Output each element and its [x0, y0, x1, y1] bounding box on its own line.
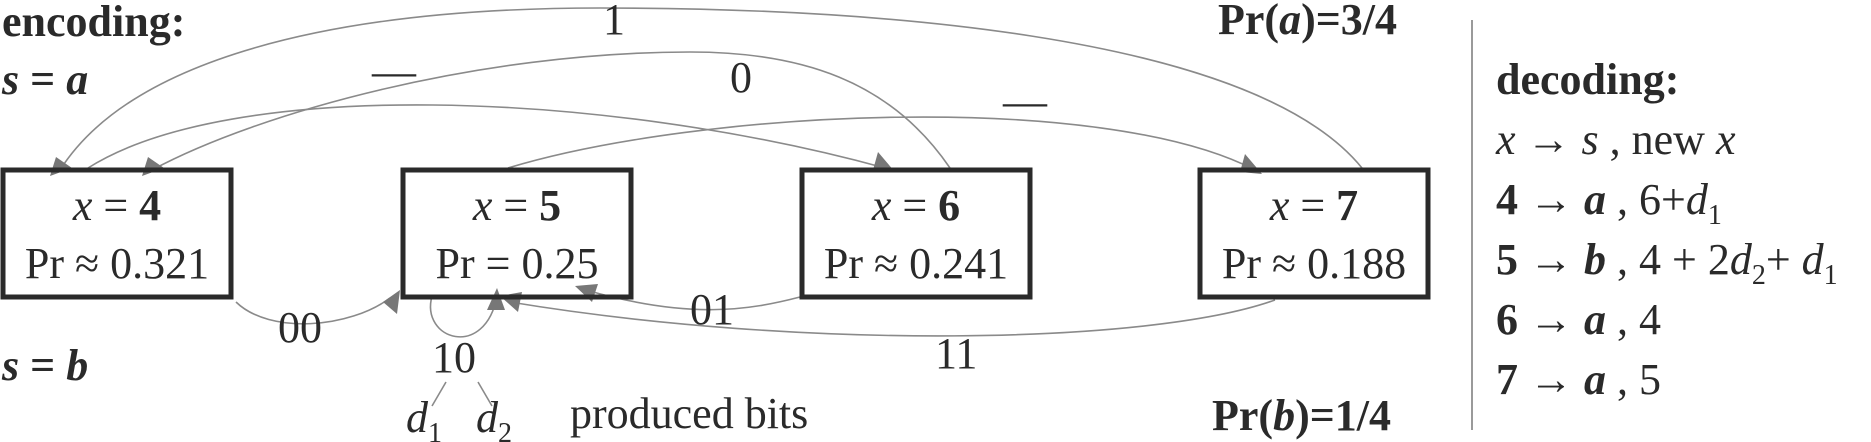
state-box-4: x = 4 Pr ≈ 0.321 [0, 167, 234, 300]
decoding-row-6: 6 → a , 4 [1496, 295, 1661, 344]
edge-label-4-to-5: 00 [278, 303, 322, 352]
state-5-prob: Pr = 0.25 [436, 239, 599, 288]
state-4-prob: Pr ≈ 0.321 [25, 239, 209, 288]
edge-7-to-4 [59, 7, 1363, 171]
edge-5-self [429, 295, 498, 338]
edge-label-5-self: 10 [432, 333, 476, 382]
arrowhead-to-5-from-4 [383, 290, 400, 314]
state-5-label: x = 5 [472, 181, 561, 230]
edge-label-6-to-4: 0 [730, 53, 752, 102]
edge-label-5-to-7: — [1002, 77, 1048, 126]
edge-4-to-5 [235, 297, 391, 325]
state-box-6: x = 6 Pr ≈ 0.241 [799, 167, 1033, 300]
bit-d1-label: d1 [406, 393, 442, 442]
arrowhead-to-4-from-7 [50, 157, 72, 176]
state-box-7: x = 7 Pr ≈ 0.188 [1197, 167, 1431, 300]
decoding-header: x → s , new x [1495, 115, 1736, 164]
edge-6-to-4 [151, 51, 951, 171]
arrowhead-to-4-from-6 [142, 157, 164, 176]
decoding-title: decoding: [1496, 55, 1679, 104]
edge-7-to-5 [509, 299, 1276, 337]
edge-5-to-7 [507, 116, 1256, 171]
prob-b-label: Pr(b)=1/4 [1212, 391, 1391, 440]
bit-d2-label: d2 [476, 393, 512, 442]
arrowhead-to-6 [873, 152, 895, 172]
prob-a-label: Pr(a)=3/4 [1218, 0, 1397, 44]
edge-label-7-to-4: 1 [603, 0, 625, 44]
decoding-row-7: 7 → a , 5 [1496, 355, 1661, 404]
state-7-label: x = 7 [1269, 181, 1358, 230]
produced-bits-caption: produced bits [570, 389, 808, 438]
state-6-label: x = 6 [871, 181, 960, 230]
state-box-5: x = 5 Pr = 0.25 [400, 167, 634, 300]
case-b-label: s = b [1, 341, 88, 390]
decoding-row-5: 5 → b , 4 + 2d2+ d1 [1496, 235, 1838, 291]
case-a-label: s = a [1, 55, 88, 104]
decoding-row-4: 4 → a , 6+d1 [1496, 175, 1722, 231]
state-6-prob: Pr ≈ 0.241 [824, 239, 1008, 288]
edge-label-6-to-5: 01 [690, 285, 734, 334]
state-4-label: x = 4 [72, 181, 161, 230]
encoding-title: encoding: [2, 0, 185, 46]
d1-pointer [431, 381, 447, 407]
edge-label-4-to-6: — [371, 47, 417, 96]
edge-4-to-6 [87, 104, 886, 169]
state-7-prob: Pr ≈ 0.188 [1222, 239, 1406, 288]
edge-label-7-to-5: 11 [935, 329, 977, 378]
d2-pointer [477, 381, 493, 407]
